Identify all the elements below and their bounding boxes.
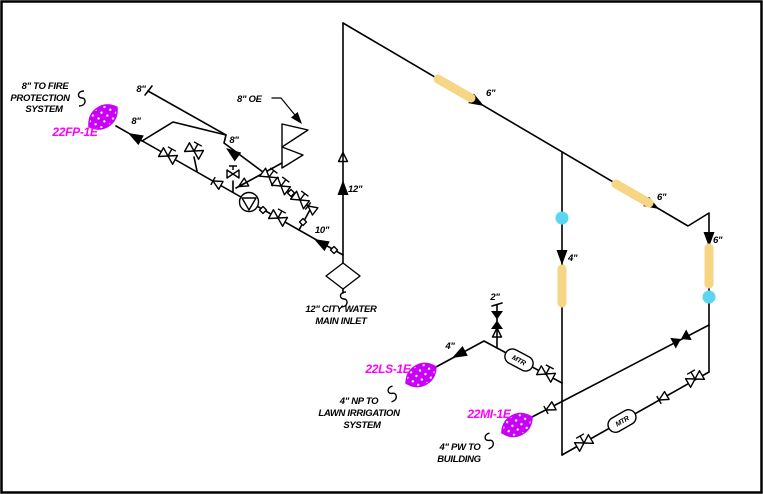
water-meter: MTR <box>604 406 640 436</box>
text-annotations: 8" TO FIRE PROTECTION SYSTEM 22FP-1E 8" … <box>10 81 723 465</box>
size-label-8-main: 8" <box>131 116 141 127</box>
pump-icon <box>238 191 260 213</box>
pipe-header-top <box>342 22 710 373</box>
flow-arrow-icon <box>311 234 330 252</box>
yellow-highlight-segment <box>611 179 654 208</box>
header-end-tick <box>144 85 153 96</box>
fp-caption-line1: 8" TO FIRE <box>22 81 70 92</box>
pressure-relief-valve-icon <box>491 311 503 338</box>
gate-valve-icon <box>183 139 206 160</box>
check-valve-icon <box>543 401 557 415</box>
lawn-equipment-tag: 22LS-1E <box>364 362 412 376</box>
city-water-caption-line2: MAIN INLET <box>315 316 368 327</box>
fire-main-stubs <box>193 156 234 193</box>
size-label-6b: 6" <box>657 192 667 203</box>
iso-gate-valve-icon <box>325 262 361 290</box>
fp-equipment-tag: 22FP-1E <box>51 125 99 139</box>
pipe-break-icon <box>77 90 86 107</box>
flow-arrow-icon <box>556 250 568 265</box>
flow-arrows <box>125 93 715 363</box>
lawn-caption-line3: SYSTEM <box>343 420 382 431</box>
gate-valve-icon <box>572 431 595 453</box>
check-valve-icon <box>210 176 224 190</box>
size-label-8-header: 8" <box>136 84 146 95</box>
union-icon <box>329 245 339 255</box>
pipe-break-icon <box>386 385 399 403</box>
city-water-caption-line1: 12" CITY WATER <box>305 304 377 315</box>
relief-cap-tick <box>491 302 503 307</box>
fp-caption-line3: SYSTEM <box>25 104 64 115</box>
size-label-6a: 6" <box>486 88 496 99</box>
check-valve-solid-icon <box>670 329 692 349</box>
size-label-4-left: 4" <box>567 253 578 264</box>
cyan-node-marker <box>702 290 716 304</box>
relief-valve-icon <box>226 165 240 179</box>
lawn-caption-line1: 4" NP TO <box>339 396 379 407</box>
size-label-4-lawn: 4" <box>444 341 455 352</box>
flow-arrow-icon <box>337 180 349 195</box>
leader-arrow-icon <box>290 111 306 127</box>
pipe-lawn-branch <box>435 340 563 384</box>
size-label-6c: 6" <box>713 235 723 246</box>
size-label-10: 10" <box>315 225 330 236</box>
pipe-fire-bypass <box>141 121 312 231</box>
yellow-highlight-segment <box>433 74 476 103</box>
pipe-fire-main <box>115 125 344 256</box>
lawn-caption-line2: LAWN IRRIGATION <box>318 408 401 419</box>
oe-leader-line <box>271 97 300 121</box>
size-label-12: 12" <box>348 184 363 195</box>
flow-arrow-icon <box>125 128 144 146</box>
gate-valve-icon <box>157 144 180 165</box>
size-label-2: 2" <box>489 292 500 303</box>
flow-arrow-icon <box>222 143 242 162</box>
highlight-markers <box>433 74 716 308</box>
size-label-8-rail: 8" <box>229 135 239 146</box>
pipe-oe-connection <box>235 162 283 189</box>
pipe-fire-header <box>147 90 227 136</box>
reducer-icon <box>237 177 250 188</box>
building-equipment-tag: 22MI-1E <box>466 407 512 421</box>
open-end-icon <box>281 123 309 169</box>
cyan-node-marker <box>555 211 569 225</box>
fittings <box>157 123 706 453</box>
building-caption-line1: 4" PW TO <box>439 442 482 453</box>
oe-label: 8" OE <box>237 94 263 105</box>
building-caption-line2: BUILDING <box>437 454 481 465</box>
fp-caption-line2: PROTECTION <box>10 93 71 104</box>
water-meter: MTR <box>501 345 537 375</box>
check-valve-icon <box>656 390 670 405</box>
reducer-icon <box>337 151 349 163</box>
pipe-network <box>115 22 710 456</box>
pipe-break-icon <box>483 432 496 450</box>
